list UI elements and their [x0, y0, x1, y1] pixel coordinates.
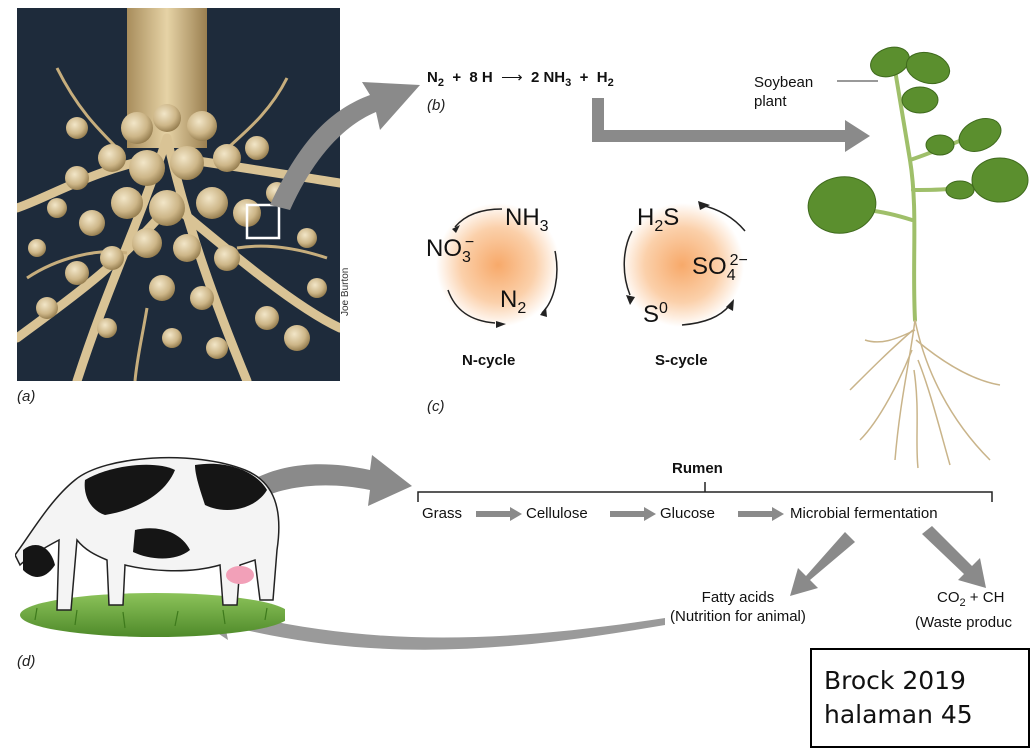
- rumen-step-grass: Grass: [422, 505, 463, 522]
- n-cycle-n2: N2: [500, 286, 527, 317]
- eq-nh3: 2 NH3: [530, 69, 572, 89]
- eq-n2: N2: [427, 69, 444, 89]
- grass-to-cellulose-arrow: [476, 507, 522, 521]
- soybean-label-line1: Soybean: [754, 74, 814, 91]
- fatty-acids-note: (Nutrition for animal): [670, 608, 806, 625]
- s-cycle-h2s: H2S: [637, 204, 680, 235]
- s-cycle-so4: SO42−: [692, 252, 748, 284]
- waste-product: CO2 + CH (Waste produc: [915, 588, 1012, 632]
- cycles-graphic: [436, 201, 746, 328]
- s-cycle-center: [620, 203, 744, 327]
- rumen-step-cellulose: Cellulose: [526, 505, 588, 522]
- eq-h2: H2: [596, 69, 614, 89]
- glucose-to-fermentation-arrow: [738, 507, 784, 521]
- rumen-bracket: [417, 482, 993, 521]
- n-cycle-nh3: NH3: [505, 204, 549, 235]
- ammonia-to-plant-arrow: [592, 98, 870, 152]
- rumen-step-fermentation: Microbial fermentation: [790, 505, 938, 522]
- s-cycle-label: S-cycle: [655, 352, 708, 369]
- fatty-acids-label: Fatty acids: [701, 589, 775, 606]
- citation-line2: halaman 45: [824, 700, 973, 729]
- soybean-plant-illustration: [807, 46, 1029, 469]
- panel-label-c: (c): [427, 398, 445, 415]
- rumen-step-glucose: Glucose: [660, 505, 716, 522]
- s-cycle-arrow-left: [623, 230, 633, 296]
- citation-box: Brock 2019 halaman 45: [810, 648, 1030, 748]
- panel-label-b: (b): [427, 97, 446, 114]
- citation-line1: Brock 2019: [824, 666, 966, 695]
- panel-label-a: (a): [17, 388, 36, 405]
- fermentation-to-waste-arrow: [922, 526, 986, 588]
- photo-to-equation-arrow: [270, 82, 420, 210]
- fatty-acids-product: Fatty acids (Nutrition for animal): [670, 588, 806, 626]
- s-cycle-s0: S0: [643, 300, 668, 328]
- products-to-cow-arrow: [180, 596, 665, 650]
- n-cycle-arrow-top: [454, 208, 503, 228]
- n-cycle-no3: NO3−: [426, 234, 475, 266]
- eq-hydrogen: 8 H: [469, 69, 493, 86]
- eq-arrow: ⟶: [501, 69, 523, 86]
- waste-formula: CO2 + CH: [937, 589, 1005, 609]
- soybean-label: Soybean plant: [754, 73, 813, 111]
- soybean-label-line2: plant: [754, 93, 787, 110]
- eq-plus-1: +: [452, 69, 462, 86]
- cow-to-rumen-arrow: [215, 455, 412, 520]
- cellulose-to-glucose-arrow: [610, 507, 656, 521]
- panel-label-d: (d): [17, 653, 36, 670]
- s-cycle-arrow-bottom: [681, 304, 731, 326]
- eq-plus-2: +: [579, 69, 589, 86]
- cow-illustration: [15, 456, 285, 637]
- nitrogen-fixation-equation: N2 + 8 H ⟶ 2 NH3 + H2: [427, 68, 614, 89]
- n-cycle-arrow-bottom: [447, 289, 496, 324]
- fermentation-to-fatty-arrow: [790, 532, 855, 596]
- n-cycle-center: [436, 203, 560, 327]
- rumen-title: Rumen: [672, 460, 723, 477]
- waste-note: (Waste produc: [915, 614, 1012, 631]
- n-cycle-label: N-cycle: [462, 352, 516, 369]
